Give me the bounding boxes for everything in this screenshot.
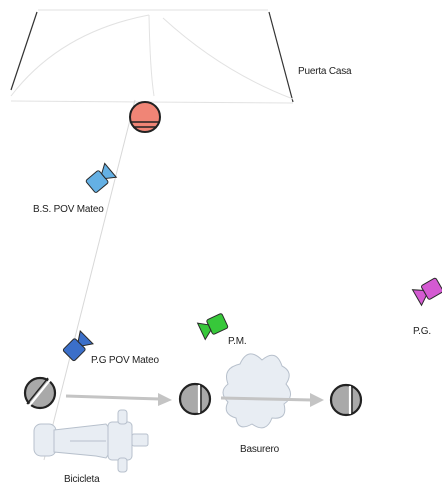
camera-green-icon: [196, 313, 229, 341]
bicycle-prop-icon: [33, 409, 149, 473]
camera-dark-blue-icon: [62, 330, 94, 362]
actor-red-icon: [129, 101, 161, 133]
bicycle-label: Bicicleta: [64, 474, 100, 485]
camera-bs-pov-mateo-label: B.S. POV Mateo: [33, 204, 104, 215]
camera-pg-label: P.G.: [413, 326, 431, 337]
camera-pm-label: P.M.: [228, 336, 247, 347]
actor-gray-icon-1: [23, 376, 57, 410]
door-label: Puerta Casa: [298, 66, 352, 77]
camera-magenta-icon: [411, 277, 442, 307]
door-shape: [10, 9, 294, 104]
actor-gray-icon-2: [178, 382, 212, 416]
path-line: [43, 99, 136, 461]
move-arrow-1: [65, 393, 172, 406]
actor-gray-icon-3: [329, 383, 363, 417]
trash-bin-prop-icon: [222, 353, 291, 429]
move-arrow-2: [220, 393, 324, 407]
camera-light-blue-icon: [85, 162, 118, 193]
camera-pg-pov-mateo-label: P.G POV Mateo: [91, 355, 159, 366]
trash-bin-label: Basurero: [240, 444, 279, 455]
